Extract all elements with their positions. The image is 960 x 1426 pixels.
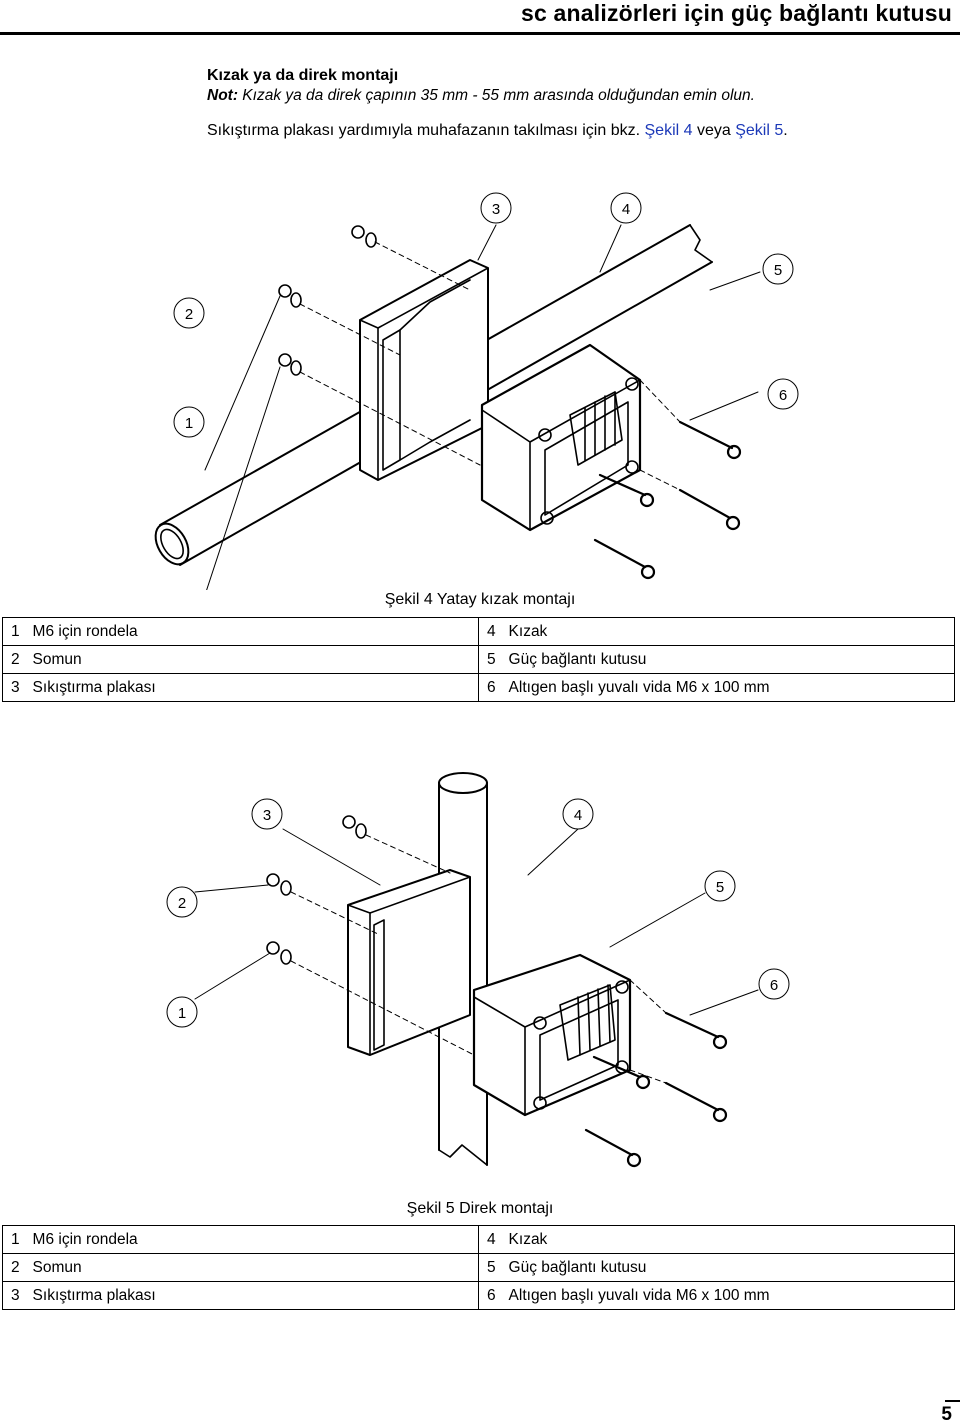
nuts-washers [266, 815, 367, 965]
link-figure-4[interactable]: Şekil 4 [644, 122, 693, 139]
junction-box [480, 343, 642, 532]
table-row: 1 M6 için rondela 4 Kızak [2, 1225, 955, 1254]
legend-cell: 5 Güç bağlantı kutusu [478, 645, 955, 674]
callout-circles [173, 192, 799, 438]
figure-4-illustration: 1 2 3 4 5 6 [0, 180, 960, 590]
junction-box [472, 953, 632, 1117]
legend-text: Güç bağlantı kutusu [508, 650, 647, 668]
legend-number: 4 [487, 1230, 496, 1248]
table-row: 2 Somun 5 Güç bağlantı kutusu [2, 645, 955, 674]
callout-leaders [204, 224, 761, 590]
mounting-section: Kızak ya da direk montajı Not: Kızak ya … [207, 66, 947, 141]
note: Not: Kızak ya da direk çapının 35 mm - 5… [207, 86, 947, 106]
clamp-plate [347, 869, 471, 1056]
legend-text: Somun [32, 650, 82, 668]
callout-6: 6 [770, 977, 778, 994]
nuts-washers [278, 225, 377, 376]
link-figure-5[interactable]: Şekil 5 [735, 122, 784, 139]
legend-text: Altıgen başlı yuvalı vida M6 x 100 mm [508, 1286, 770, 1304]
callout-5: 5 [716, 879, 724, 896]
legend-text: M6 için rondela [32, 622, 138, 640]
legend-text: Somun [32, 1258, 82, 1276]
callout-4: 4 [622, 201, 630, 218]
figure-4-caption: Şekil 4 Yatay kızak montajı [384, 591, 576, 608]
legend-number: 3 [11, 678, 20, 696]
callout-1: 1 [185, 415, 193, 432]
legend-number: 1 [11, 622, 20, 640]
table-row: 3 Sıkıştırma plakası 6 Altıgen başlı yuv… [2, 673, 955, 702]
legend-number: 6 [487, 1286, 496, 1304]
legend-cell: 3 Sıkıştırma plakası [2, 1281, 479, 1310]
callout-6: 6 [779, 387, 787, 404]
instruction-suffix: . [783, 122, 788, 139]
legend-cell: 1 M6 için rondela [2, 617, 479, 646]
legend-cell: 2 Somun [2, 645, 479, 674]
legend-text: Sıkıştırma plakası [32, 1286, 156, 1304]
instruction-prefix: Sıkıştırma plakası yardımıyla muhafazanı… [207, 122, 645, 139]
legend-text: Sıkıştırma plakası [32, 678, 156, 696]
screws [584, 1011, 728, 1168]
callout-3: 3 [263, 807, 271, 824]
figure-5-drawing: 1 2 3 4 5 6 [166, 772, 790, 1168]
legend-number: 5 [487, 1258, 496, 1276]
legend-number: 5 [487, 650, 496, 668]
table-row: 1 M6 için rondela 4 Kızak [2, 617, 955, 646]
legend-text: M6 için rondela [32, 1230, 138, 1248]
assembly-lines [290, 834, 667, 1084]
section-heading: Kızak ya da direk montajı [207, 67, 399, 84]
legend-cell: 4 Kızak [478, 1225, 955, 1254]
callout-3: 3 [492, 201, 500, 218]
legend-text: Kızak [508, 1230, 548, 1248]
figure-4-legend-table: 1 M6 için rondela 4 Kızak 2 Somun 5 Güç … [2, 617, 955, 702]
header-rule [0, 32, 960, 35]
note-label: Not: [207, 87, 238, 104]
callout-2: 2 [178, 895, 186, 912]
table-row: 3 Sıkıştırma plakası 6 Altıgen başlı yuv… [2, 1281, 955, 1310]
callout-circles [166, 798, 790, 1028]
figure-5-caption: Şekil 5 Direk montajı [406, 1200, 554, 1217]
table-row: 2 Somun 5 Güç bağlantı kutusu [2, 1253, 955, 1282]
legend-cell: 1 M6 için rondela [2, 1225, 479, 1254]
legend-number: 6 [487, 678, 496, 696]
figure-5-illustration: 1 2 3 4 5 6 [0, 765, 960, 1185]
legend-text: Güç bağlantı kutusu [508, 1258, 647, 1276]
legend-cell: 2 Somun [2, 1253, 479, 1282]
legend-cell: 5 Güç bağlantı kutusu [478, 1253, 955, 1282]
page-number: 5 [941, 1404, 952, 1425]
instruction-middle: veya [692, 122, 736, 139]
screws [593, 420, 742, 580]
legend-cell: 4 Kızak [478, 617, 955, 646]
callout-4: 4 [574, 807, 582, 824]
footer-rule [945, 1400, 960, 1402]
legend-text: Kızak [508, 622, 548, 640]
figure-4-drawing: 1 2 3 4 5 6 [154, 192, 799, 590]
legend-cell: 6 Altıgen başlı yuvalı vida M6 x 100 mm [478, 673, 955, 702]
legend-number: 2 [11, 650, 20, 668]
legend-cell: 3 Sıkıştırma plakası [2, 673, 479, 702]
legend-text: Altıgen başlı yuvalı vida M6 x 100 mm [508, 678, 770, 696]
legend-cell: 6 Altıgen başlı yuvalı vida M6 x 100 mm [478, 1281, 955, 1310]
callout-5: 5 [774, 262, 782, 279]
legend-number: 2 [11, 1258, 20, 1276]
callout-2: 2 [185, 306, 193, 323]
figure-5-legend-table: 1 M6 için rondela 4 Kızak 2 Somun 5 Güç … [2, 1225, 955, 1310]
assembly-lines [299, 241, 681, 491]
legend-number: 3 [11, 1286, 20, 1304]
callout-1: 1 [178, 1005, 186, 1022]
legend-number: 1 [11, 1230, 20, 1248]
legend-number: 4 [487, 622, 496, 640]
callout-leaders [194, 828, 759, 1016]
note-text: Kızak ya da direk çapının 35 mm - 55 mm … [238, 87, 755, 104]
clamp-plate [359, 259, 489, 481]
page-header-title: sc analizörleri için güç bağlantı kutusu [520, 0, 952, 26]
instruction-text: Sıkıştırma plakası yardımıyla muhafazanı… [207, 121, 947, 141]
